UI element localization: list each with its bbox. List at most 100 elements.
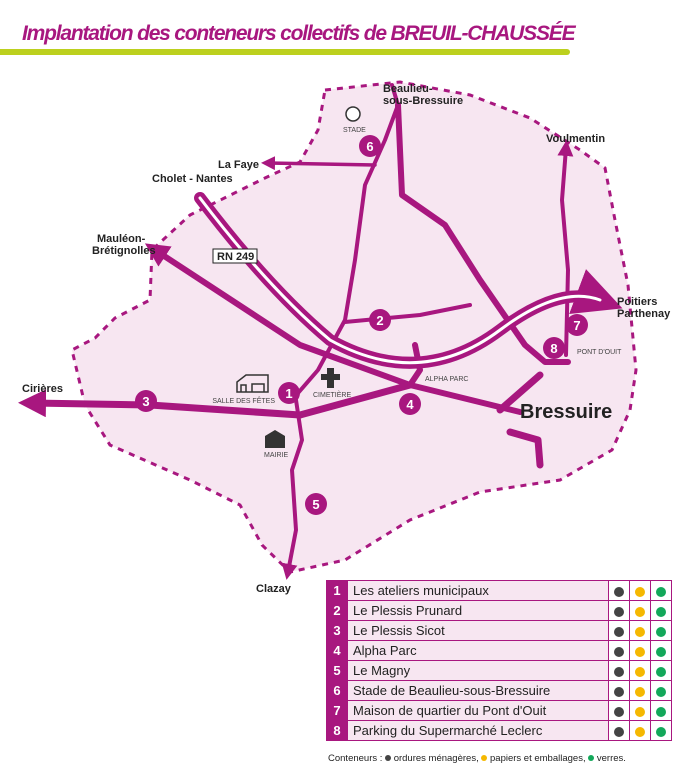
ordures-dot-icon	[614, 726, 624, 737]
papiers-cell	[629, 680, 651, 701]
verres-cell	[650, 580, 672, 601]
papiers-dot-icon	[635, 726, 645, 737]
ordures-cell	[608, 600, 630, 621]
title-underline	[0, 49, 570, 55]
label-pont-ouit: PONT D'OUIT	[577, 349, 622, 356]
site-name: Parking du Supermarché Leclerc	[347, 720, 609, 741]
site-marker-number: 2	[376, 313, 383, 328]
page-title: Implantation des conteneurs collectifs d…	[22, 22, 576, 45]
road-bressuire	[496, 371, 544, 469]
verres-dot-icon	[656, 606, 666, 617]
rn249-label: RN 249	[217, 251, 254, 263]
verres-cell	[650, 700, 672, 721]
verres-cell	[650, 600, 672, 621]
salle-des-fetes-icon	[236, 374, 269, 393]
ordures-dot-icon	[614, 606, 624, 617]
papiers-cell	[629, 720, 651, 741]
verres-dot-icon	[656, 686, 666, 697]
site-name: Stade de Beaulieu-sous-Bressuire	[347, 680, 609, 701]
verres-dot-icon	[656, 626, 666, 637]
road-beaulieu-bressuire	[395, 102, 571, 365]
ordures-dot-icon	[614, 586, 624, 597]
papiers-cell	[629, 580, 651, 601]
papiers-cell	[629, 700, 651, 721]
site-name: Le Plessis Prunard	[347, 600, 609, 621]
site-marker-4	[399, 393, 421, 415]
footer-ordures: ordures ménagères,	[393, 753, 479, 764]
label-poitiers: Poitiers	[617, 296, 657, 308]
papiers-dot-icon	[635, 586, 645, 597]
label-cimetiere: CIMETIÈRE	[313, 390, 351, 399]
site-marker-5	[305, 493, 327, 515]
ordures-dot-icon	[614, 626, 624, 637]
label-cholet: Cholet - Nantes	[152, 173, 233, 185]
papiers-cell	[629, 620, 651, 641]
cemetery-cross-icon	[321, 368, 340, 388]
site-marker-3	[135, 390, 157, 412]
ordures-cell	[608, 660, 630, 681]
ordures-cell	[608, 620, 630, 641]
road-la-faye	[261, 156, 377, 171]
verres-dot-icon	[656, 706, 666, 717]
ordures-dot-icon	[614, 706, 624, 717]
site-marker-number: 3	[142, 394, 149, 409]
site-marker-number: 5	[312, 497, 319, 512]
ordures-dot-icon	[614, 646, 624, 657]
site-marker-7	[566, 314, 588, 336]
site-number: 5	[326, 660, 348, 681]
road-mauleon	[144, 243, 523, 415]
site-number: 4	[326, 640, 348, 661]
road-voulmentin	[557, 140, 574, 357]
site-name: Le Magny	[347, 660, 609, 681]
label-voulmentin: Voulmentin	[546, 133, 605, 145]
ordures-cell	[608, 700, 630, 721]
papiers-dot-icon	[635, 686, 645, 697]
verres-cell	[650, 620, 672, 641]
site-marker-number: 1	[285, 386, 292, 401]
site-number: 3	[326, 620, 348, 641]
label-beaulieu-2: sous-Bressuire	[383, 95, 463, 107]
site-marker-2	[369, 309, 391, 331]
label-alpha-parc: ALPHA PARC	[425, 376, 468, 383]
verres-dot-icon	[588, 755, 595, 762]
papiers-dot-icon	[635, 666, 645, 677]
label-mauleon-2: Brétignolles	[92, 245, 156, 257]
papiers-dot-icon	[635, 606, 645, 617]
label-beaulieu: Beaulieu-	[383, 83, 433, 95]
site-name: Le Plessis Sicot	[347, 620, 609, 641]
town-hall-icon	[265, 430, 285, 448]
label-mairie: MAIRIE	[264, 452, 288, 459]
site-marker-6	[359, 135, 381, 157]
site-marker-number: 4	[406, 397, 414, 412]
site-number: 6	[326, 680, 348, 701]
site-number: 2	[326, 600, 348, 621]
ordures-cell	[608, 580, 630, 601]
verres-dot-icon	[656, 586, 666, 597]
papiers-cell	[629, 600, 651, 621]
label-salle: SALLE DES FÊTES	[212, 396, 275, 405]
commune-boundary	[70, 80, 638, 574]
road-clazay	[281, 398, 304, 580]
footer-papiers: papiers et emballages,	[490, 753, 586, 764]
ordures-cell	[608, 720, 630, 741]
site-number: 8	[326, 720, 348, 741]
papiers-dot-icon	[635, 706, 645, 717]
label-mauleon: Mauléon-	[97, 233, 146, 245]
label-clazay: Clazay	[256, 583, 292, 595]
footer-verres: verres.	[596, 753, 626, 764]
ordures-dot-icon	[614, 686, 624, 697]
verres-cell	[650, 720, 672, 741]
site-marker-8	[543, 337, 565, 359]
label-cirieres: Cirières	[22, 383, 63, 395]
ordures-dot-icon	[385, 755, 392, 762]
rn249-sign	[212, 248, 258, 264]
verres-cell	[650, 660, 672, 681]
verres-dot-icon	[656, 666, 666, 677]
